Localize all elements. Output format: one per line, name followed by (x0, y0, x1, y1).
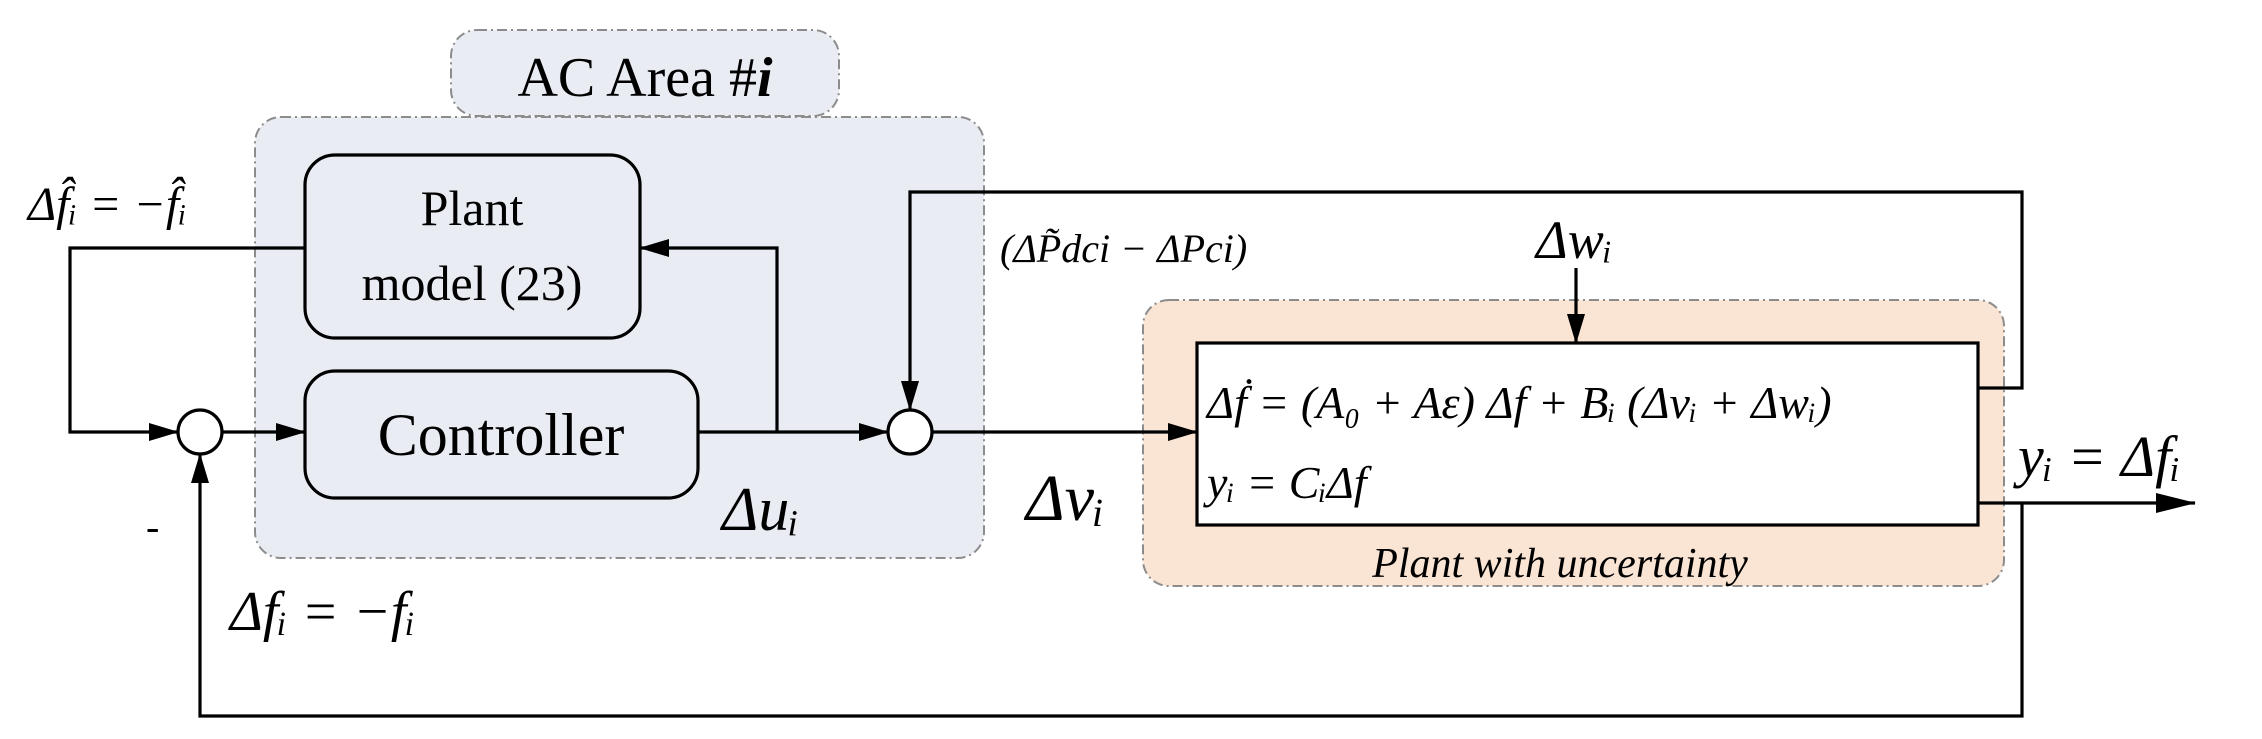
ac-area-title-tab (450, 29, 840, 117)
minus-sign: - (146, 504, 159, 549)
frequency-feedback-wire (191, 453, 2024, 718)
plant-state-equation: Δḟ = (A₀ + Aε) Δf + Bᵢ (Δvᵢ + Δwᵢ) (1205, 377, 1832, 428)
delta-u-label: Δuᵢ (719, 476, 799, 544)
plant-model-label-line2: model (23) (362, 255, 583, 311)
plant-caption: Plant with uncertainty (1371, 541, 1748, 587)
plant-output-equation: yᵢ = CᵢΔf (1203, 457, 1373, 508)
summing-junction-icon (886, 408, 934, 456)
ac-area-title: AC Area #i (517, 47, 773, 109)
estimate-label: Δf̂ᵢ = −f̂ᵢ (26, 175, 187, 231)
controller-label: Controller (378, 402, 625, 468)
plant-model-label-line1: Plant (421, 180, 524, 236)
control-to-model-wire (639, 239, 779, 432)
summing-junction-icon (176, 408, 224, 456)
plant-block (1195, 341, 1980, 527)
estimate-feedback-wire (68, 246, 305, 441)
output-label: yᵢ = Δfᵢ (2013, 424, 2180, 489)
dc-power-label: (ΔP̃dci − ΔPci) (1000, 226, 1247, 271)
frequency-feedback-label: Δfᵢ = −fᵢ (228, 581, 415, 643)
delta-v-label: Δvᵢ (1023, 462, 1104, 535)
dc-power-feedback-wire (901, 190, 2024, 411)
delta-w-label: Δwᵢ (1534, 210, 1612, 270)
